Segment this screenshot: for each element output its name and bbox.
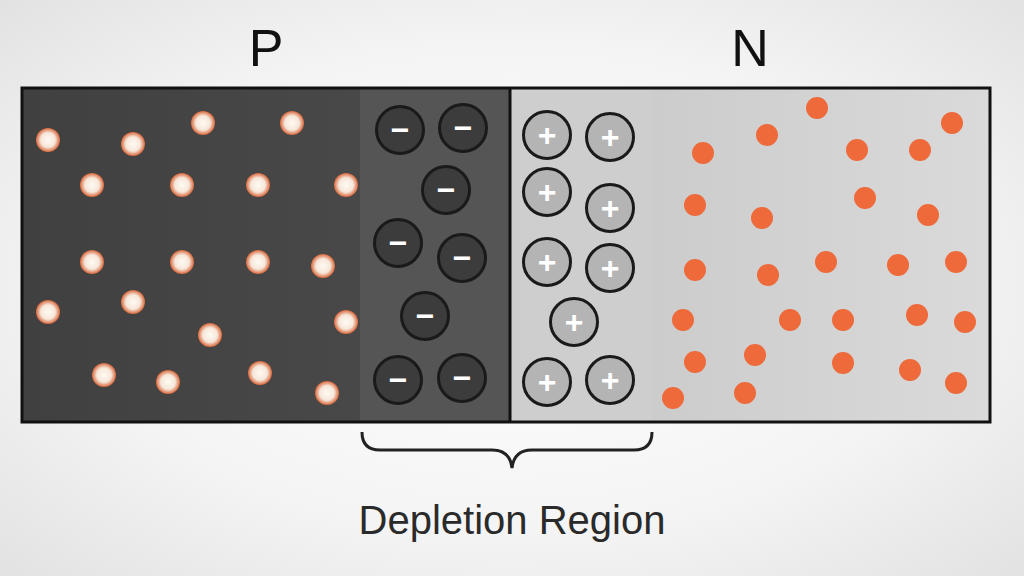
electron-dot bbox=[846, 139, 868, 161]
electron-dot bbox=[917, 204, 939, 226]
hole-dot bbox=[198, 323, 222, 347]
hole-dot bbox=[36, 300, 60, 324]
ion-circle: + bbox=[585, 355, 635, 405]
hole-dot bbox=[280, 111, 304, 135]
electron-dot bbox=[909, 139, 931, 161]
ion-circle: − bbox=[421, 165, 471, 215]
region-caption: Depletion Region bbox=[359, 498, 666, 543]
semiconductor-region: N+++++++++ bbox=[510, 88, 990, 422]
electron-dot bbox=[751, 207, 773, 229]
electron-dot bbox=[854, 187, 876, 209]
hole-dot bbox=[170, 173, 194, 197]
electron-dot bbox=[832, 309, 854, 331]
electron-dot bbox=[815, 251, 837, 273]
electron-dot bbox=[887, 254, 909, 276]
hole-dot bbox=[315, 381, 339, 405]
hole-dot bbox=[92, 363, 116, 387]
charge-sign: + bbox=[538, 246, 557, 278]
hole-dot bbox=[248, 361, 272, 385]
hole-dot bbox=[121, 290, 145, 314]
charge-sign: + bbox=[565, 306, 584, 338]
charge-sign: + bbox=[538, 176, 557, 208]
electron-dot bbox=[779, 309, 801, 331]
electron-dot bbox=[662, 387, 684, 409]
hole-dot bbox=[80, 250, 104, 274]
electron-dot bbox=[684, 194, 706, 216]
ion-circle: + bbox=[522, 167, 572, 217]
electron-dot bbox=[899, 359, 921, 381]
electron-dot bbox=[734, 382, 756, 404]
hole-dot bbox=[170, 250, 194, 274]
hole-dot bbox=[246, 173, 270, 197]
charge-sign: + bbox=[601, 192, 620, 224]
ion-circle: − bbox=[438, 103, 488, 153]
electron-dot bbox=[684, 259, 706, 281]
electron-dot bbox=[756, 124, 778, 146]
electron-dot bbox=[832, 352, 854, 374]
charge-sign: − bbox=[454, 112, 473, 144]
charge-sign: + bbox=[538, 366, 557, 398]
electron-dot bbox=[744, 344, 766, 366]
charge-sign: − bbox=[453, 242, 472, 274]
electron-dot bbox=[684, 351, 706, 373]
ion-circle: + bbox=[522, 237, 572, 287]
ion-circle: + bbox=[522, 110, 572, 160]
electron-dot bbox=[692, 142, 714, 164]
ion-circle: − bbox=[373, 355, 423, 405]
region-label: N bbox=[510, 18, 990, 78]
hole-dot bbox=[80, 173, 104, 197]
hole-dot bbox=[334, 173, 358, 197]
charge-sign: − bbox=[437, 174, 456, 206]
ion-circle: + bbox=[585, 112, 635, 162]
hole-dot bbox=[36, 128, 60, 152]
charge-sign: + bbox=[601, 364, 620, 396]
electron-dot bbox=[906, 304, 928, 326]
ion-circle: + bbox=[585, 183, 635, 233]
charge-sign: + bbox=[601, 252, 620, 284]
electron-dot bbox=[672, 309, 694, 331]
ion-circle: − bbox=[373, 218, 423, 268]
electron-dot bbox=[954, 311, 976, 333]
semiconductor-region: P−−−−−−−− bbox=[22, 88, 510, 422]
electron-dot bbox=[806, 97, 828, 119]
region-label: P bbox=[22, 18, 510, 78]
electron-dot bbox=[757, 264, 779, 286]
charge-sign: − bbox=[391, 114, 410, 146]
hole-dot bbox=[311, 254, 335, 278]
charge-sign: + bbox=[538, 119, 557, 151]
ion-circle: − bbox=[400, 291, 450, 341]
ion-circle: + bbox=[549, 297, 599, 347]
electron-dot bbox=[945, 372, 967, 394]
ion-circle: − bbox=[437, 233, 487, 283]
electron-dot bbox=[941, 112, 963, 134]
charge-sign: − bbox=[416, 300, 435, 332]
hole-dot bbox=[246, 250, 270, 274]
ion-circle: − bbox=[437, 353, 487, 403]
electron-dot bbox=[945, 251, 967, 273]
charge-sign: − bbox=[453, 362, 472, 394]
ion-circle: + bbox=[522, 357, 572, 407]
charge-sign: − bbox=[389, 227, 408, 259]
charge-sign: − bbox=[389, 364, 408, 396]
hole-dot bbox=[156, 370, 180, 394]
ion-circle: + bbox=[585, 243, 635, 293]
ion-circle: − bbox=[375, 105, 425, 155]
hole-dot bbox=[334, 310, 358, 334]
hole-dot bbox=[191, 111, 215, 135]
charge-sign: + bbox=[601, 121, 620, 153]
hole-dot bbox=[121, 132, 145, 156]
